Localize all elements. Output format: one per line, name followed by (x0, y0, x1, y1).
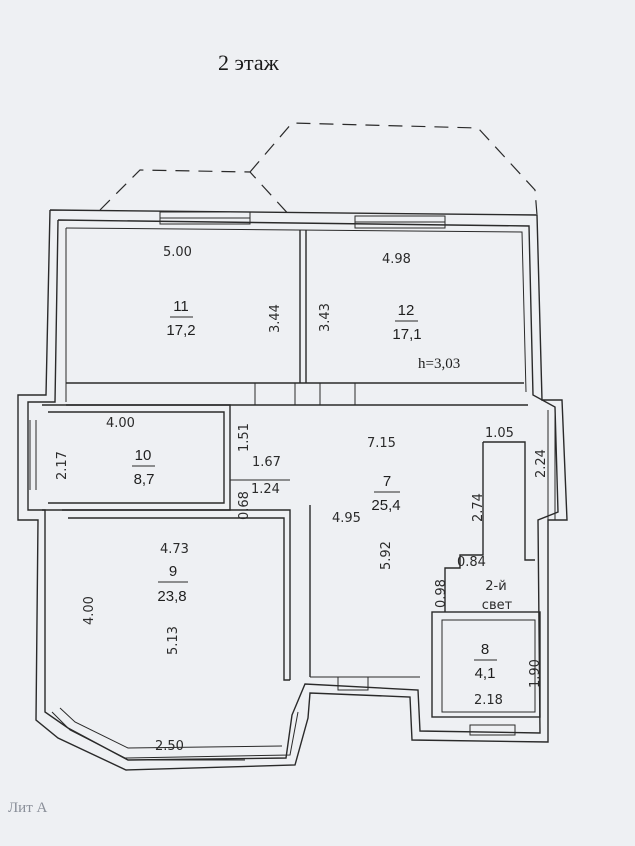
outer-walls (17, 209, 568, 771)
svg-text:0.84: 0.84 (457, 555, 486, 570)
svg-text:4.95: 4.95 (332, 511, 361, 526)
bay-window (51, 707, 299, 761)
plan-caption: Лит А (8, 800, 48, 816)
room-12-label: 12 17,1 (392, 302, 421, 343)
svg-text:5.13: 5.13 (166, 626, 181, 655)
plan-title: 2 этаж (218, 50, 280, 75)
svg-text:7.15: 7.15 (367, 436, 396, 451)
room-7-label: 7 25,4 (371, 473, 400, 514)
ceiling-height: h=3,03 (418, 356, 460, 372)
room-area: 17,2 (166, 322, 195, 339)
svg-text:2-й: 2-й (485, 579, 506, 594)
room-number: 12 (398, 302, 415, 319)
svg-text:3.43: 3.43 (318, 303, 333, 332)
room-area: 25,4 (371, 497, 400, 514)
svg-text:0.68: 0.68 (237, 491, 252, 520)
room-area: 4,1 (475, 665, 496, 682)
svg-text:2.18: 2.18 (474, 693, 503, 708)
svg-text:5.00: 5.00 (163, 245, 192, 260)
svg-text:4.73: 4.73 (160, 542, 189, 557)
room-number: 7 (383, 473, 391, 490)
second-light-label: 2-й свет (482, 579, 513, 613)
room-11-label: 11 17,2 (166, 298, 195, 339)
svg-text:1.90: 1.90 (528, 659, 543, 688)
svg-text:1.67: 1.67 (252, 455, 281, 470)
room-9-walls (62, 479, 291, 681)
room-number: 10 (135, 447, 152, 464)
room-9-label: 9 23,8 (157, 563, 188, 605)
top-windows (159, 211, 446, 229)
svg-text:1.24: 1.24 (251, 482, 280, 497)
svg-text:4.00: 4.00 (82, 596, 97, 625)
svg-text:5.92: 5.92 (379, 541, 394, 570)
svg-text:3.44: 3.44 (268, 304, 283, 333)
svg-text:1.05: 1.05 (485, 426, 514, 441)
room-8-label: 8 4,1 (474, 641, 497, 682)
svg-text:4.00: 4.00 (106, 416, 135, 431)
svg-text:свет: свет (482, 598, 513, 613)
room-area: 23,8 (157, 588, 186, 605)
svg-text:4.98: 4.98 (382, 252, 411, 267)
svg-text:2.17: 2.17 (55, 451, 70, 480)
room-number: 9 (169, 563, 177, 580)
svg-text:1.51: 1.51 (237, 423, 252, 452)
hall-structure (309, 410, 556, 736)
svg-text:2.74: 2.74 (471, 493, 486, 522)
svg-text:2.50: 2.50 (155, 739, 184, 754)
upper-partitions (66, 230, 528, 406)
svg-text:0.98: 0.98 (434, 579, 449, 608)
left-window (29, 420, 37, 490)
room-area: 8,7 (134, 471, 155, 488)
dimension-labels: 5.00 4.98 4.00 1.67 1.24 7.15 1.05 4.95 … (55, 245, 549, 754)
svg-text:2.24: 2.24 (534, 449, 549, 478)
room-number: 8 (481, 641, 489, 658)
room-10-label: 10 8,7 (132, 447, 155, 488)
room-number: 11 (173, 298, 189, 315)
room-area: 17,1 (392, 326, 421, 343)
balcony-outline (99, 122, 538, 219)
